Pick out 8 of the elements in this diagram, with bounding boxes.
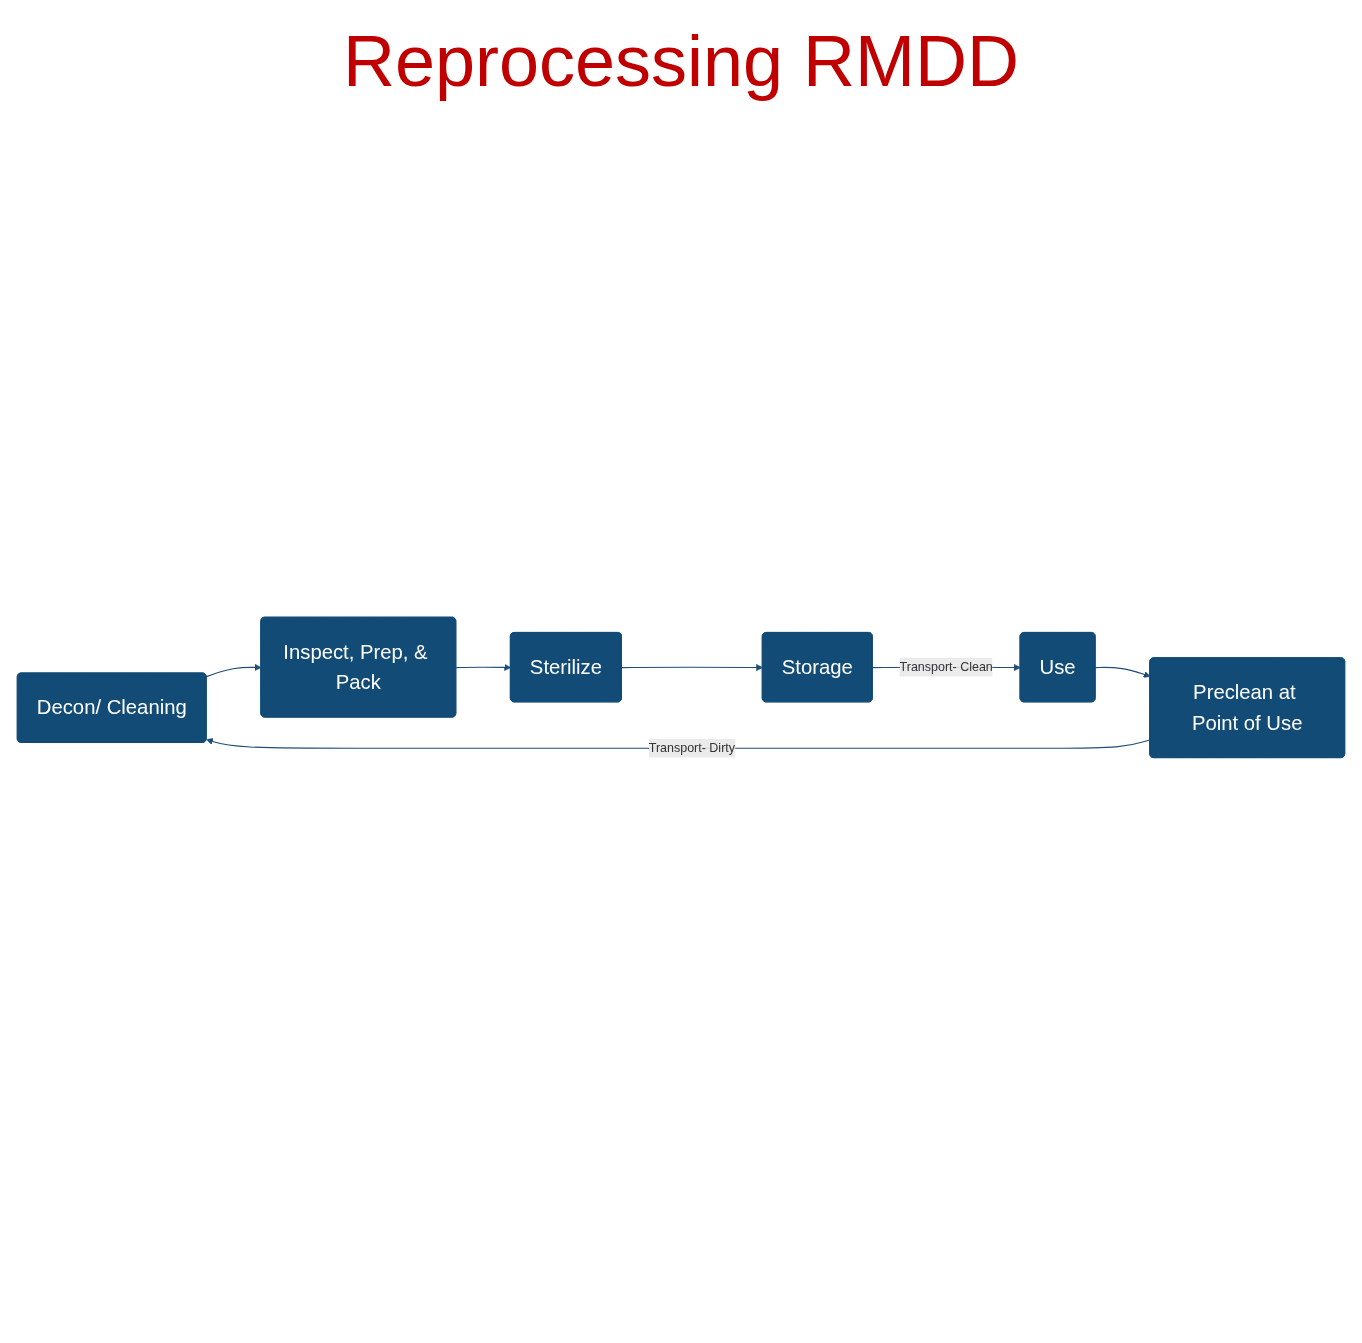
arrow xyxy=(455,663,512,671)
arrow xyxy=(206,737,1151,749)
diagram-title: Reprocessing RMDD xyxy=(341,20,1021,102)
edge-label: Transport- Clean xyxy=(899,659,993,673)
arrow xyxy=(621,663,763,671)
arrow xyxy=(205,663,262,677)
edge-label: Transport- Dirty xyxy=(648,740,735,755)
arrow xyxy=(1094,666,1151,678)
